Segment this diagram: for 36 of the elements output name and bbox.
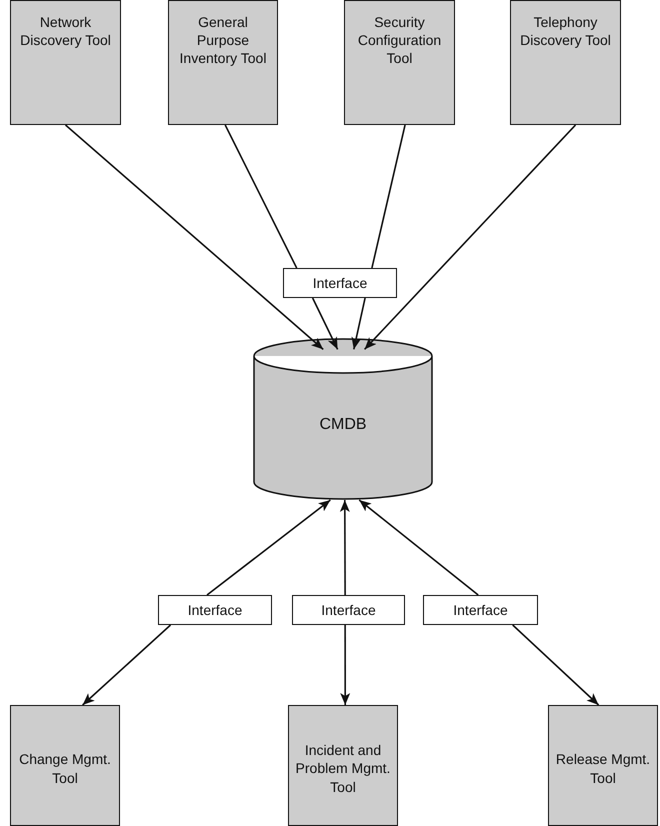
tool-box [344, 0, 455, 125]
connector-line [371, 124, 406, 268]
node-label: Change Mgmt. Tool [18, 750, 112, 787]
node-label: Interface [321, 600, 376, 620]
arrow [64, 124, 324, 350]
connector-line [224, 124, 298, 268]
arrow [312, 298, 338, 350]
tool-box [510, 0, 621, 125]
arrow [352, 298, 366, 350]
arrow [512, 624, 600, 706]
arrow [358, 499, 479, 596]
tool-box [10, 0, 121, 125]
arrow [340, 500, 350, 595]
arrow [82, 624, 172, 706]
node-label: Interface [453, 600, 508, 620]
arrow [206, 499, 331, 596]
node-label: Release Mgmt. Tool [554, 750, 652, 787]
tool-box [168, 0, 278, 125]
node-label: Security Configuration Tool [356, 13, 442, 68]
node-label: Interface [312, 274, 368, 292]
arrow [340, 625, 350, 705]
node-label: Telephony Discovery Tool [519, 13, 612, 50]
node-label: Network Discovery Tool [19, 13, 112, 50]
node-label: Incident and Problem Mgmt. Tool [294, 741, 392, 796]
tool-box [548, 705, 658, 826]
node-label: General Purpose Inventory Tool [178, 13, 268, 68]
arrow [364, 124, 576, 350]
database-cylinder [253, 338, 433, 500]
tool-box [288, 705, 398, 826]
interface-box [423, 595, 538, 625]
node-label: Interface [188, 600, 242, 620]
interface-box [283, 268, 397, 298]
interface-box [292, 595, 405, 625]
tool-box [10, 705, 120, 826]
interface-box [158, 595, 272, 625]
node-label: CMDB [319, 414, 367, 435]
